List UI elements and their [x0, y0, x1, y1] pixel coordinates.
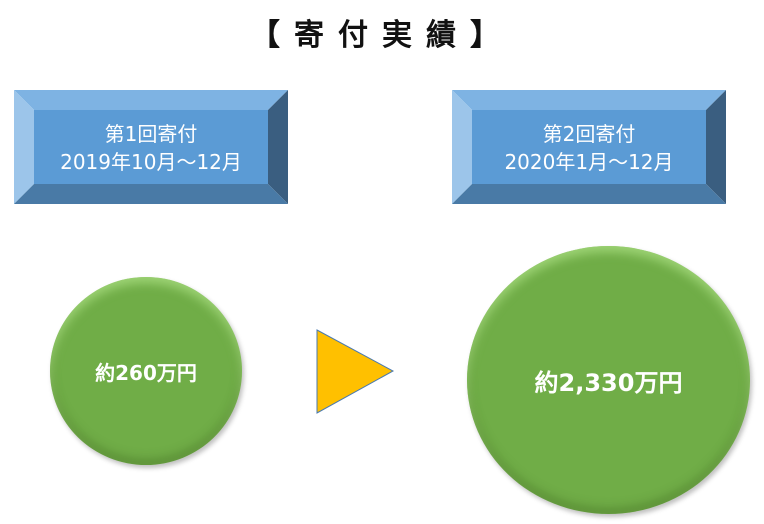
- amount-label: 約2,330万円: [534, 368, 683, 397]
- amount-label: 約260万円: [95, 360, 197, 385]
- period-box-2: 第2回寄付 2020年1月～12月: [452, 90, 726, 204]
- amount-circle-2: 約2,330万円: [467, 246, 750, 514]
- period-dates: 2020年1月～12月: [504, 150, 674, 174]
- page-title: 【寄付実績】: [250, 18, 514, 53]
- bevel-frame: [452, 90, 726, 204]
- period-dates: 2019年10月～12月: [60, 150, 242, 174]
- amount-circle-1: 約260万円: [50, 277, 242, 465]
- period-label: 第1回寄付: [104, 122, 198, 146]
- period-box-1: 第1回寄付 2019年10月～12月: [14, 90, 288, 204]
- period-label: 第2回寄付: [542, 122, 636, 146]
- right-arrow-icon: [316, 329, 395, 414]
- bevel-frame: [14, 90, 288, 204]
